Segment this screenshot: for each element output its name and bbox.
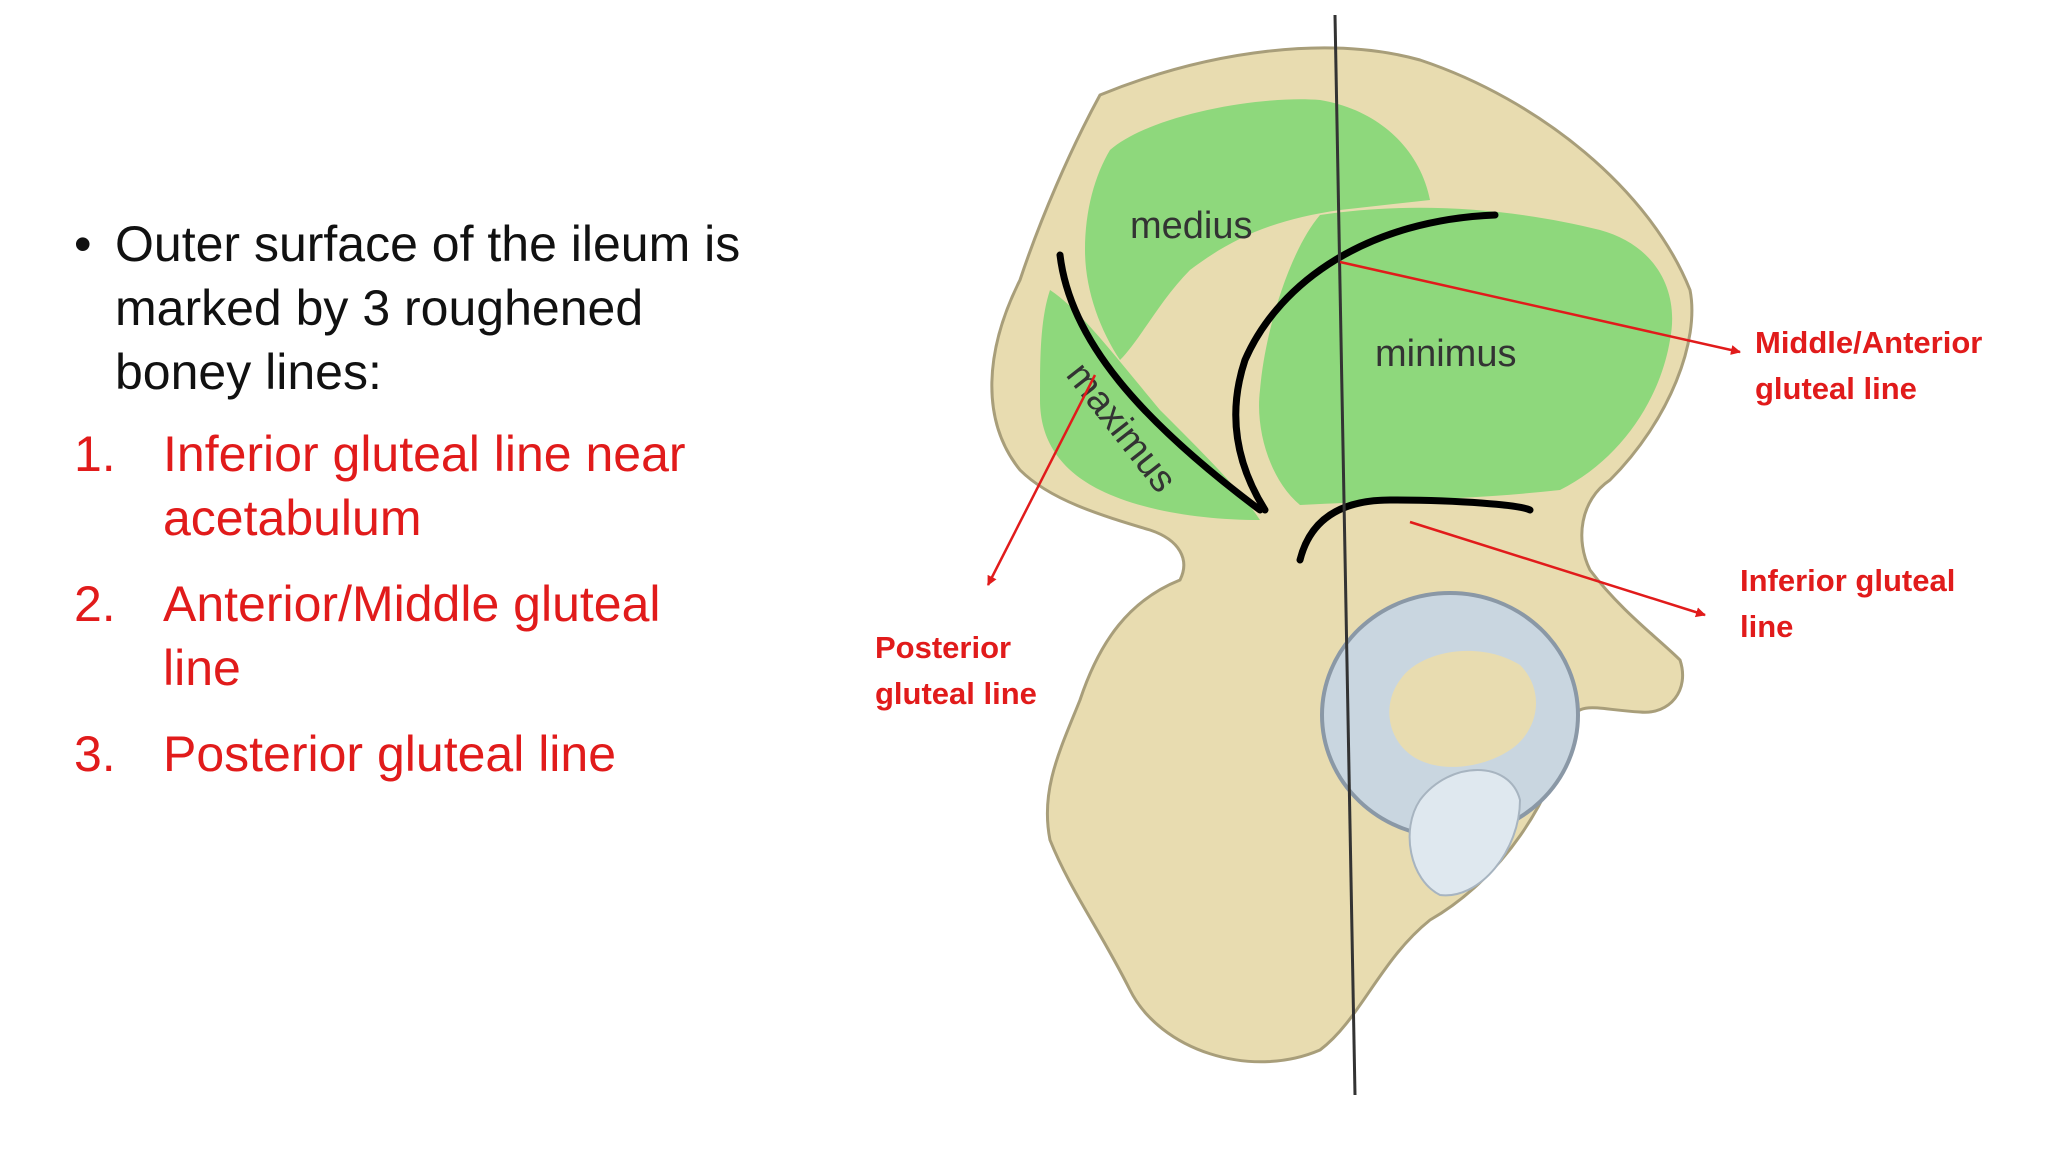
list-item-line: Posterior gluteal line — [163, 726, 617, 782]
list-marker: 2. — [74, 576, 116, 632]
callout-line: gluteal line — [875, 676, 1037, 711]
acetabular-fossa — [1389, 650, 1537, 767]
reference-line — [1333, 14, 1357, 1096]
inferior-gluteal-line — [1296, 496, 1534, 564]
numbered-list: 1. Inferior gluteal line near acetabulum… — [74, 422, 834, 786]
text-block: • Outer surface of the ileum is marked b… — [74, 212, 834, 808]
label-medius: medius — [1130, 205, 1253, 247]
bullet-line: Outer surface of the ileum is — [115, 216, 741, 272]
obturator-membrane — [1408, 769, 1522, 897]
callout-line: Inferior gluteal — [1740, 563, 1956, 598]
middle-gluteal-line — [1232, 211, 1499, 514]
callout-line: Middle/Anterior — [1755, 325, 1983, 360]
arrow-middle-anterior — [1339, 260, 1741, 355]
list-marker: 1. — [74, 426, 116, 482]
callout-middle-anterior: Middle/Anterior gluteal line — [1755, 320, 1982, 412]
callout-line: line — [1740, 609, 1794, 644]
arrow-posterior — [986, 374, 1097, 586]
label-minimus: minimus — [1375, 333, 1516, 375]
gluteus-medius-area — [1085, 99, 1430, 360]
callout-line: gluteal line — [1755, 371, 1917, 406]
bullet-dot-icon: • — [74, 216, 92, 272]
callout-inferior: Inferior gluteal line — [1740, 558, 1955, 650]
list-item-line: line — [163, 640, 241, 696]
list-item: 3. Posterior gluteal line — [74, 722, 834, 786]
arrow-inferior — [1409, 520, 1706, 618]
bullet-line: boney lines: — [115, 344, 382, 400]
list-item: 2. Anterior/Middle gluteal line — [74, 572, 834, 700]
list-item-line: acetabulum — [163, 490, 422, 546]
list-item-line: Anterior/Middle gluteal — [163, 576, 661, 632]
gluteus-minimus-area — [1259, 207, 1673, 505]
callout-posterior: Posterior gluteal line — [875, 625, 1037, 717]
bullet-line: marked by 3 roughened — [115, 280, 644, 336]
list-item-line: Inferior gluteal line near — [163, 426, 686, 482]
posterior-gluteal-line — [1056, 251, 1264, 514]
callout-line: Posterior — [875, 630, 1012, 665]
list-item: 1. Inferior gluteal line near acetabulum — [74, 422, 834, 550]
bullet-point: • Outer surface of the ileum is marked b… — [74, 212, 834, 404]
list-marker: 3. — [74, 726, 116, 782]
